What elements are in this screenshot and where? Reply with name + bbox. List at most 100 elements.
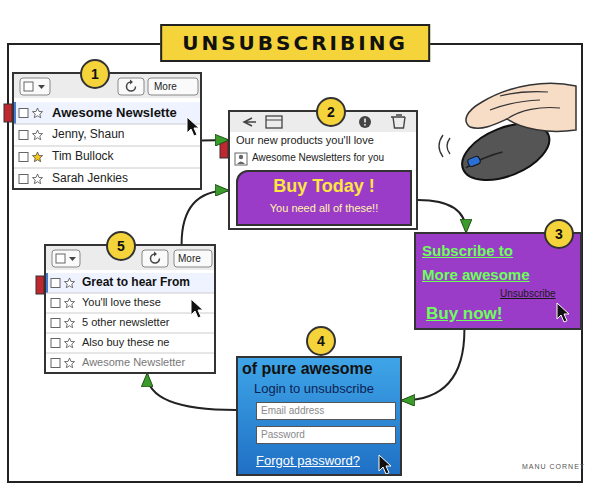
inbox-screenshot <box>19 109 28 118</box>
text-line: Email address <box>261 405 324 417</box>
input-field: Email address <box>256 402 396 420</box>
inbox-screenshot <box>52 250 80 267</box>
hand-mouse-drawing <box>439 135 450 157</box>
inbox-screenshot <box>14 102 16 124</box>
outer-frame <box>8 44 582 482</box>
text-line: You need all of these!! <box>238 202 410 215</box>
login-screenshot <box>379 455 391 474</box>
inbox-screenshot <box>19 153 28 162</box>
hand-mouse-drawing <box>467 155 481 167</box>
email-screenshot <box>364 119 366 123</box>
email-screenshot <box>237 162 245 165</box>
hand-mouse-drawing <box>439 135 443 157</box>
text-line: Awesome Newsletter <box>82 356 185 369</box>
inbox-screenshot <box>64 298 74 308</box>
inbox-screenshot <box>36 276 44 294</box>
text-line: Awesome Newslette <box>52 106 177 121</box>
inbox-screenshot <box>46 313 214 314</box>
inbox-screenshot <box>46 273 214 293</box>
inbox-screenshot <box>4 72 202 190</box>
inbox-screenshot <box>46 293 214 294</box>
inbox-screenshot <box>46 353 214 354</box>
inbox-screenshot <box>38 85 45 89</box>
inbox-screenshot <box>24 82 33 91</box>
text-line: Sarah Jenkies <box>52 172 128 186</box>
callout-number: 4 <box>306 326 336 356</box>
flow-arrow <box>182 190 228 244</box>
signature: MANU CORNET <box>522 463 585 470</box>
advert-screenshot <box>557 303 569 322</box>
inbox-panel: MoreGreat to hear FromYou'll love these5… <box>44 244 216 374</box>
inbox-screenshot <box>51 279 60 288</box>
inbox-screenshot <box>148 78 198 95</box>
callout-text: 5 <box>117 239 125 253</box>
inbox-screenshot <box>51 279 60 368</box>
inbox-screenshot <box>36 244 216 374</box>
inbox-screenshot <box>51 339 60 348</box>
email-panel: Our new products you'll loveAwesome News… <box>228 110 418 230</box>
inbox-screenshot <box>69 257 76 261</box>
callout-text: 2 <box>327 105 335 119</box>
inbox-screenshot <box>51 359 60 368</box>
email-screenshot <box>364 124 366 126</box>
outer-frame <box>8 44 582 482</box>
inbox-screenshot <box>64 358 74 368</box>
hand-mouse-drawing <box>439 83 576 191</box>
text-line: Buy Today ! <box>238 176 410 197</box>
inbox-screenshot <box>46 273 48 293</box>
login-panel: of pure awesomeLogin to unsubscribeForgo… <box>236 356 402 476</box>
text-line: More awesome <box>422 266 530 283</box>
login-screenshot <box>236 356 402 476</box>
inbox-screenshot <box>14 124 200 168</box>
callout-number: 1 <box>80 59 110 89</box>
inbox-screenshot <box>46 293 214 353</box>
inbox-screenshot <box>14 102 200 124</box>
inbox-screenshot <box>64 338 74 348</box>
text-line: Subscribe to <box>422 242 513 259</box>
flow-arrow <box>418 200 466 232</box>
text-line: Password <box>261 429 305 441</box>
inbox-screenshot <box>19 175 28 184</box>
inbox-screenshot <box>12 72 202 190</box>
email-screenshot <box>266 120 282 121</box>
email-screenshot <box>239 155 243 159</box>
inbox-screenshot <box>4 104 12 122</box>
text-line: Our new products you'll love <box>236 134 374 147</box>
inbox-screenshot <box>32 108 42 118</box>
text-line: More <box>178 253 201 265</box>
email-screenshot <box>391 115 405 128</box>
text-line: More <box>154 81 177 93</box>
text-line: Jenny, Shaun <box>52 128 125 142</box>
email-screenshot <box>266 116 282 128</box>
callout-text: 4 <box>317 334 325 348</box>
hand-mouse-drawing <box>490 92 560 119</box>
inbox-screenshot <box>64 278 74 288</box>
text-line: Also buy these ne <box>82 336 169 349</box>
inbox-screenshot <box>32 130 42 140</box>
title-text: UNSUBSCRIBING <box>182 31 408 55</box>
inbox-screenshot <box>154 252 157 257</box>
email-screenshot <box>228 110 418 230</box>
text-line: Awesome Newsletters for you <box>252 152 384 164</box>
flow-arrow <box>402 330 464 400</box>
inbox-screenshot <box>191 299 203 318</box>
hand-mouse-drawing <box>465 151 503 168</box>
inbox-screenshot <box>20 78 50 95</box>
flow-arrow <box>147 374 236 410</box>
callout-text: 1 <box>91 67 99 81</box>
inbox-panel: MoreAwesome NewsletteJenny, ShaunTim Bul… <box>12 72 202 190</box>
inbox-screenshot <box>56 254 65 263</box>
advert-box: Buy Today ! You need all of these!! <box>236 170 412 226</box>
inbox-screenshot <box>14 168 200 169</box>
inbox-screenshot <box>174 250 212 267</box>
callout-number: 3 <box>544 219 574 249</box>
inbox-screenshot <box>142 250 168 267</box>
text-line: Great to hear From <box>82 276 190 290</box>
hand-mouse-drawing <box>466 83 576 131</box>
email-screenshot <box>244 118 256 126</box>
email-screenshot <box>220 110 418 230</box>
inbox-screenshot <box>14 124 200 125</box>
callout-text: 3 <box>555 227 563 241</box>
inbox-screenshot <box>14 146 200 147</box>
inbox-screenshot <box>32 152 42 162</box>
